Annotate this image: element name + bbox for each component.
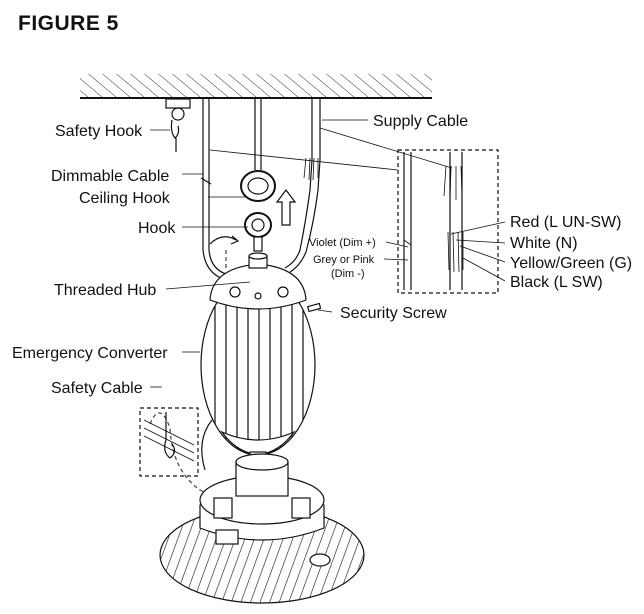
safety-hook-drawing [165,98,191,152]
label-threaded-hub: Threaded Hub [54,282,156,299]
leader-lines [150,119,506,388]
safety-cable-inset [139,407,199,477]
label-black: Black (L SW) [510,274,603,291]
rotation-arrow [209,235,240,268]
label-emergency-converter: Emergency Converter [12,345,168,362]
wiring-detail-box [397,149,499,294]
label-security-screw: Security Screw [340,305,447,322]
safety-cable-drawing [149,412,226,496]
label-yellow-green: Yellow/Green (G) [510,255,632,272]
lift-arrow [275,189,297,226]
security-screw-icon [306,302,322,313]
ceiling-hook-drawing [240,99,276,202]
label-grey-pink: Grey or Pink [313,254,375,266]
label-hook: Hook [138,220,176,237]
label-safety-cable: Safety Cable [51,380,143,397]
figure-title: FIGURE 5 [18,12,119,35]
label-red: Red (L UN-SW) [510,214,621,231]
ceiling [80,74,432,99]
label-dimmable-cable: Dimmable Cable [51,168,169,185]
label-violet: Violet (Dim +) [309,237,376,249]
fixture-housing-drawing [159,453,365,604]
label-supply-cable: Supply Cable [373,113,468,130]
hook-drawing [244,212,272,252]
label-dim-minus: (Dim -) [331,268,365,280]
dimmable-cable-drawing [200,99,239,283]
emergency-converter-drawing [200,252,322,463]
label-white: White (N) [510,235,578,252]
label-ceiling-hook: Ceiling Hook [79,190,171,207]
label-safety-hook: Safety Hook [55,123,143,140]
